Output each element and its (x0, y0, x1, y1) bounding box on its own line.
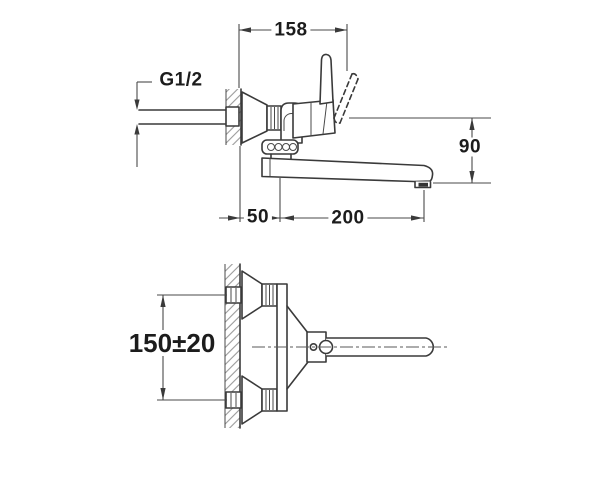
plan-view (157, 263, 450, 429)
dimension-50-label: 50 (243, 207, 273, 227)
threaded-nipple (266, 105, 282, 131)
swivel-nut (261, 139, 299, 160)
dimension-158-label: 158 (271, 20, 311, 40)
dimension-90-label: 90 (455, 137, 485, 157)
side-view (134, 24, 491, 222)
swivel-spout (261, 157, 434, 189)
escutcheon-side (241, 91, 268, 144)
supply-pipe (138, 106, 240, 127)
dimension-150-label: 150±20 (125, 330, 219, 356)
faucet-body-side (292, 99, 336, 139)
dimension-g12-label: G1/2 (156, 70, 206, 90)
lever-handle (319, 53, 334, 105)
lever-handle-open-dashed (333, 72, 359, 124)
dimension-200-label: 200 (328, 208, 368, 228)
dimension-line-g12 (134, 81, 152, 167)
inlet-connection-top (225, 270, 278, 320)
inlet-connection-bottom (225, 375, 278, 425)
